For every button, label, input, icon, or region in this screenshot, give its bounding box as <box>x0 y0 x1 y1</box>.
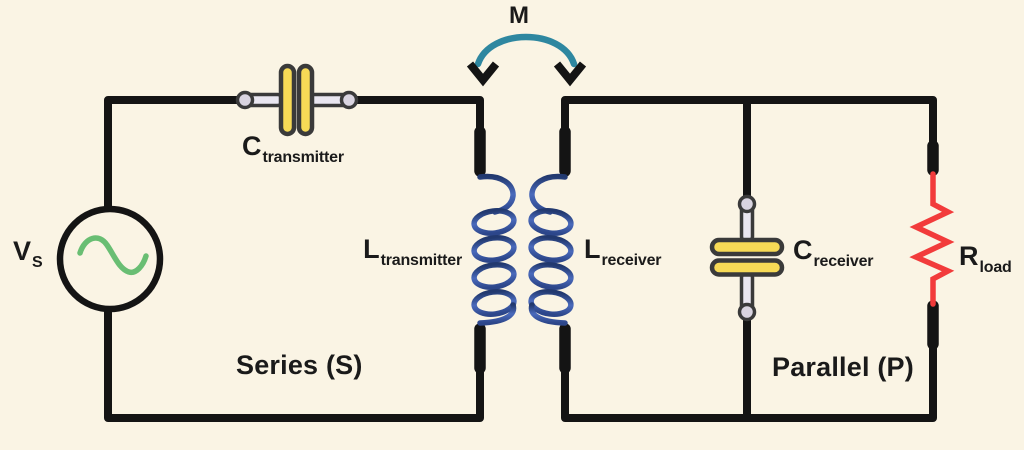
sine-wave-icon <box>77 235 149 276</box>
wire-source-to-cap <box>104 96 246 212</box>
label-l-transmitter: Ltransmitter <box>330 236 462 269</box>
capacitor-plate <box>709 237 785 257</box>
capacitor-transmitter <box>235 63 359 137</box>
label-c-receiver: Creceiver <box>793 237 873 270</box>
label-l-transmitter-sub: transmitter <box>380 252 463 269</box>
capacitor-plate <box>709 258 785 277</box>
label-l-receiver-sub: receiver <box>601 252 662 269</box>
label-r-load: Rload <box>959 243 1012 276</box>
mutual-arrow-right-icon <box>553 61 587 87</box>
label-r-load-sub: load <box>979 259 1012 276</box>
label-c-transmitter-base: C <box>242 131 262 161</box>
mutual-coupling-arc <box>474 33 578 68</box>
label-r-load-base: R <box>959 241 979 271</box>
label-c-receiver-base: C <box>793 235 813 265</box>
capacitor-receiver <box>709 194 785 322</box>
capacitor-plate <box>278 63 297 137</box>
inductor-transmitter <box>471 173 517 326</box>
label-series-section: Series (S) <box>236 350 363 380</box>
label-parallel-section: Parallel (P) <box>772 352 914 382</box>
label-source: VS <box>13 238 43 271</box>
capacitor-plate <box>296 63 315 137</box>
mutual-arrowheads <box>466 61 587 87</box>
resistor-load <box>909 171 955 307</box>
label-l-receiver: Lreceiver <box>584 236 661 269</box>
label-mutual-inductance: M <box>509 2 529 29</box>
mutual-arrow-left-icon <box>466 61 500 87</box>
source-circle <box>56 205 164 313</box>
inductor-receiver <box>528 173 574 326</box>
label-l-receiver-base: L <box>584 234 601 264</box>
voltage-source <box>56 205 164 313</box>
label-c-transmitter-sub: transmitter <box>262 149 345 166</box>
label-source-sub: S <box>32 254 43 271</box>
label-c-transmitter: Ctransmitter <box>242 133 344 166</box>
label-l-transmitter-base: L <box>363 234 380 264</box>
label-c-receiver-sub: receiver <box>813 253 874 270</box>
component-stubs <box>474 126 939 374</box>
wire-cap-to-coil <box>348 96 484 172</box>
label-source-base: V <box>13 236 32 266</box>
